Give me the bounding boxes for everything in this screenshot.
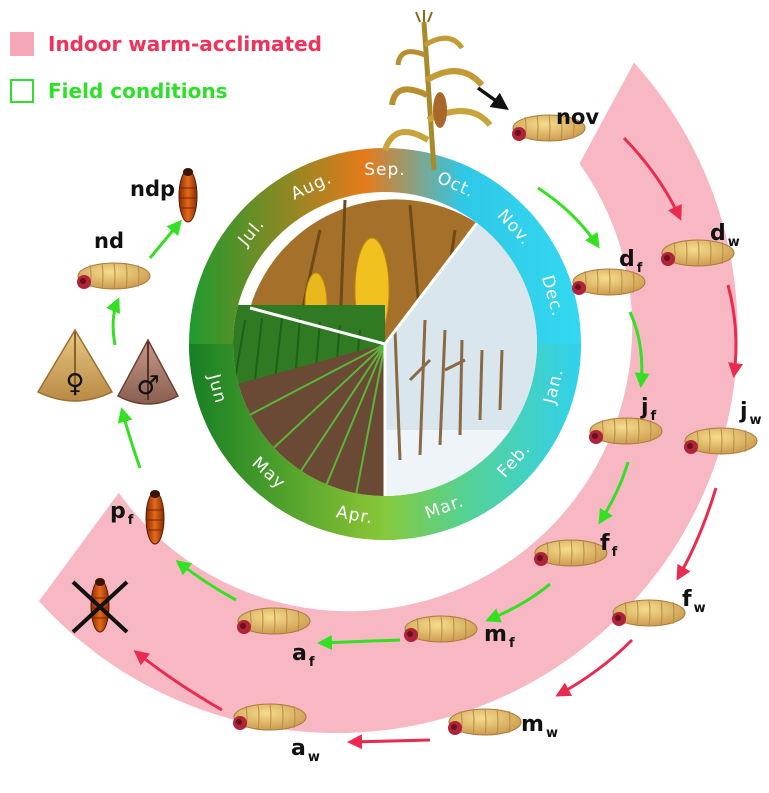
maize-plant: [385, 10, 490, 170]
arrow-moths-to-nd: [113, 300, 118, 345]
male-symbol: ♂: [136, 371, 159, 401]
moth-female: ♀: [38, 330, 112, 401]
larva-jw: [684, 428, 757, 454]
pupa-ndp: [179, 168, 197, 222]
larva-aw: [233, 704, 306, 730]
month-label-2: Sep.: [364, 160, 405, 180]
arrow-mw-to-aw: [350, 740, 430, 742]
larva-df: [572, 269, 645, 295]
arrow-plant-to-nov: [478, 88, 506, 108]
larva-ff: [534, 540, 607, 566]
female-symbol: ♀: [65, 369, 84, 399]
stage-nd: nd: [94, 229, 124, 253]
arrow-pf-to-moths: [122, 410, 140, 468]
larva-nd: [77, 263, 150, 289]
arrow-nd-to-ndp: [150, 222, 180, 258]
pupa-pf: [146, 490, 164, 544]
larva-mf: [404, 616, 477, 642]
larva-mw: [448, 709, 521, 735]
larva-fw: [612, 600, 685, 626]
larva-af: [237, 608, 310, 634]
stage-nov: nov: [556, 105, 599, 129]
stage-ndp: ndp: [130, 177, 175, 201]
moth-male: ♂: [118, 340, 178, 404]
